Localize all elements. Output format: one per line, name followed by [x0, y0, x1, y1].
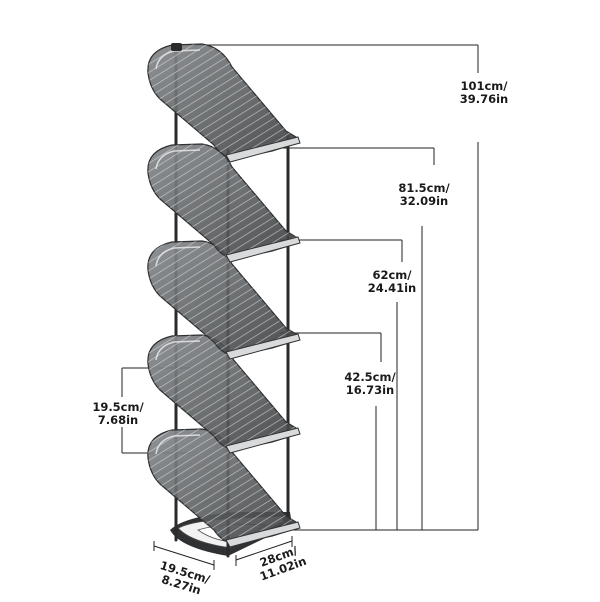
shelf-spacing-label: 19.5cm/ 7.68in [78, 401, 158, 427]
shelf-spacing-imperial: 7.68in [97, 413, 139, 427]
shelf-front-lip [225, 427, 301, 454]
tier2-height-label: 42.5cm/ 16.73in [330, 371, 410, 397]
shelf-ribs [147, 144, 298, 259]
shelf-front-lip [225, 136, 301, 163]
top-cap [171, 43, 182, 51]
tier4-height-label: 81.5cm/ 32.09in [384, 182, 464, 208]
rack-shelves [147, 43, 301, 548]
tier3-height-metric: 62cm/ [372, 268, 412, 282]
total-height-label: 101cm/ 39.76in [444, 80, 524, 106]
shelf-4 [147, 334, 301, 454]
tier3-height-imperial: 24.41in [367, 281, 417, 295]
tier2-height-metric: 42.5cm/ [344, 370, 396, 384]
tier3-height-label: 62cm/ 24.41in [352, 269, 432, 295]
shelf-5 [147, 428, 301, 548]
shelf-2 [147, 143, 301, 263]
shelf-ribs [147, 429, 298, 544]
shelf-highlight [155, 149, 201, 170]
shelf-front-lip [225, 236, 301, 263]
shelf-ribs [147, 241, 298, 356]
tier4-height-imperial: 32.09in [399, 194, 449, 208]
total-height-metric: 101cm/ [460, 79, 508, 93]
shelf-ribs [147, 44, 298, 159]
shelf-spacing-metric: 19.5cm/ [92, 400, 144, 414]
total-height-imperial: 39.76in [459, 92, 509, 106]
tier2-height-imperial: 16.73in [345, 383, 395, 397]
tier4-height-metric: 81.5cm/ [398, 181, 450, 195]
shelf-highlight [155, 49, 201, 70]
shelf-highlight [155, 246, 201, 267]
shelf-highlight [155, 340, 201, 361]
shelf-3 [147, 240, 301, 360]
shelf-highlight [155, 434, 201, 455]
shelf-ribs [147, 335, 298, 450]
shelf-1 [147, 43, 301, 163]
shelf-front-lip [225, 521, 301, 548]
shelf-front-lip [225, 333, 301, 360]
